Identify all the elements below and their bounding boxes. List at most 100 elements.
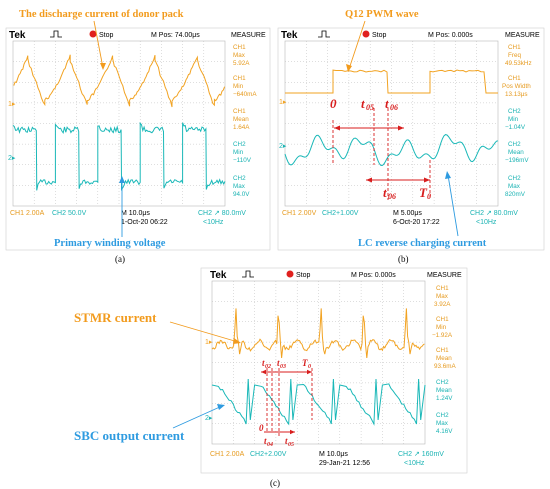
panel-c-label-0: 0: [259, 423, 264, 433]
panel-b-plot: 1▸ 2▸: [279, 40, 499, 207]
panel-c-mpos: M Pos: 0.000s: [351, 272, 396, 279]
panel-a-m0-value: 5.92A: [233, 60, 250, 67]
panel-b-mpos: M Pos: 0.000s: [428, 32, 473, 39]
panel-b-m1-value: 13.13μs: [505, 91, 528, 98]
panel-a-m3-value: −110V: [233, 157, 252, 164]
panel-a-m2-stat: Mean: [233, 116, 249, 123]
panel-a-mpos: M Pos: 74.00μs: [151, 32, 200, 39]
panel-a-run-state: Stop: [99, 32, 114, 39]
panel-b-span-top-right-arrow: [398, 125, 404, 131]
panel-b-label-t06-main: t: [385, 96, 389, 111]
panel-b-annotation-top-arrowhead: [346, 64, 352, 72]
panel-c-annotation-bottom-arrowhead: [217, 404, 225, 410]
panel-b-timebase: M 5.00μs: [393, 210, 422, 217]
panel-a-m2-value: 1.64A: [233, 124, 250, 131]
panel-b-run-state: Stop: [372, 32, 387, 39]
panel-b-span-bottom-right-arrow: [424, 177, 430, 183]
panel-b-label-0: 0: [330, 96, 337, 111]
panel-a-m4-value: 94.0V: [233, 191, 250, 198]
panel-b-trace-ch2: [284, 134, 499, 167]
panel-a-caption: (a): [115, 254, 125, 264]
panel-b-m4-value: 820mV: [505, 191, 526, 198]
panel-c-m3-stat: Mean: [436, 387, 452, 394]
panel-c-ch2-marker: 2▸: [205, 415, 213, 422]
panel-a-measure-panel: CH1 Max 5.92A CH1 Min −640mA CH1 Mean 1.…: [233, 44, 257, 198]
panel-c-label-t02-sub: 02: [265, 364, 271, 370]
panel-c-annotation-bottom: SBC output current: [74, 428, 185, 443]
panel-b-ch1-scale: CH1 2.00V: [282, 210, 317, 217]
panel-b-annotation-bottom: LC reverse charging current: [358, 238, 487, 249]
panel-c-plot: 1▸ 2▸: [205, 280, 426, 445]
panel-b-date: 6-Oct-20 17:22: [393, 219, 440, 226]
panel-c-label-T0-sub: 0: [308, 364, 311, 370]
panel-c-date: 29-Jan-21 12:56: [319, 460, 370, 467]
panel-c-ch2-scale: CH2+2.00V: [250, 451, 287, 458]
panel-a-trace-ch2: [12, 121, 226, 191]
panel-b-measure-title: MEASURE: [505, 32, 540, 39]
panel-a-annotation-top-arrow: [93, 20, 104, 69]
panel-a-trace-ch1: [13, 54, 226, 108]
panel-b-caption: (b): [398, 254, 409, 264]
panel-c-label-t02-main: t: [262, 358, 265, 368]
panel-c-timing: t 02 t 03 T 0 0 t 04 t 05: [259, 358, 313, 448]
panel-c-label-t04-sub: 04: [267, 442, 273, 448]
panel-a-stop-icon: [89, 30, 97, 38]
panel-c-ch1-marker: 1▸: [205, 339, 213, 346]
panel-c-m0-stat: Max: [436, 293, 449, 300]
panel-a-annotation-top-arrowhead: [100, 63, 106, 70]
panel-b-m2-label: CH2: [508, 108, 521, 115]
panel-c-annotation-bottom-arrow: [172, 405, 223, 429]
panel-b-timing: 0 t 05 t 06 t 06 T 0: [330, 96, 431, 201]
panel-c-label-t04-main: t: [264, 436, 267, 446]
panel-b-m1-stat: Pos Width: [502, 83, 531, 90]
panel-c-trigger: CH2 ↗ 160mV: [398, 451, 444, 458]
panel-c-annotation-top: STMR current: [74, 310, 157, 325]
panel-b-ch2-marker: 2▸: [279, 143, 287, 150]
panel-a-brand: Tek: [9, 30, 26, 41]
panel-c-trace-ch1: [211, 308, 425, 358]
panel-c-m3-value: 1.24V: [436, 395, 453, 402]
panel-c-timebase: M 10.0μs: [319, 451, 348, 458]
panel-c-run-state: Stop: [296, 272, 311, 279]
panel-b-annotation-bottom-arrow: [447, 174, 459, 237]
panel-b-trigger: CH2 ↗ 80.0mV: [470, 210, 518, 217]
panel-c-span-top-right-arrow: [307, 369, 312, 375]
panel-c-span-bottom-right-arrow: [290, 429, 295, 435]
panel-c-brand: Tek: [210, 270, 227, 281]
panel-b-m0-stat: Freq: [508, 52, 521, 59]
panel-b-m4-label: CH2: [508, 175, 521, 182]
panel-b-ch2-scale: CH2+1.00V: [322, 210, 359, 217]
panel-a-m1-stat: Min: [233, 83, 244, 90]
panel-b-m2-value: −1.04V: [505, 124, 526, 131]
panel-b-annotation-bottom-arrowhead: [445, 171, 451, 179]
panel-b-brand: Tek: [281, 30, 298, 41]
panel-a-ch2-marker: 2▸: [8, 155, 16, 162]
panel-a-bw: <10Hz: [203, 219, 224, 226]
panel-a-grid: [13, 41, 225, 206]
panel-c-m2-label: CH1: [436, 347, 449, 354]
panel-c-measure-panel: CH1 Max 3.92A CH1 Min −1.92A CH1 Mean 93…: [432, 285, 457, 435]
panel-c-stop-icon: [286, 270, 294, 278]
panel-c-label-t05-sub: 05: [288, 442, 294, 448]
panel-c-label-t03-sub: 03: [280, 364, 286, 370]
panel-c-m0-value: 3.92A: [434, 301, 451, 308]
panel-b-m3-label: CH2: [508, 141, 521, 148]
panel-b-m0-value: 49.53kHz: [505, 60, 532, 67]
panel-b: Tek Stop M Pos: 0.000s MEASURE 1▸ 2▸ CH1…: [277, 9, 545, 264]
panel-a-measure-title: MEASURE: [231, 32, 266, 39]
panel-b-ch1-marker: 1▸: [279, 99, 287, 106]
panel-a-date: 1-Oct-20 06:22: [121, 219, 168, 226]
panel-b-m4-stat: Max: [508, 183, 521, 190]
panel-a-trigger-icon: [50, 30, 62, 38]
panel-b-span-bottom-left-arrow: [366, 177, 372, 183]
panel-a-m1-value: −640mA: [233, 91, 257, 98]
panel-b-span-top-left-arrow: [334, 125, 340, 131]
panel-a-m4-stat: Max: [233, 183, 246, 190]
panel-c-m1-value: −1.92A: [432, 332, 453, 339]
panel-b-m0-label: CH1: [508, 44, 521, 51]
panel-a-m2-label: CH1: [233, 108, 246, 115]
panel-b-label-T0-main: T: [419, 185, 428, 200]
panel-a-m1-label: CH1: [233, 75, 246, 82]
panel-c-m4-label: CH2: [436, 412, 449, 419]
